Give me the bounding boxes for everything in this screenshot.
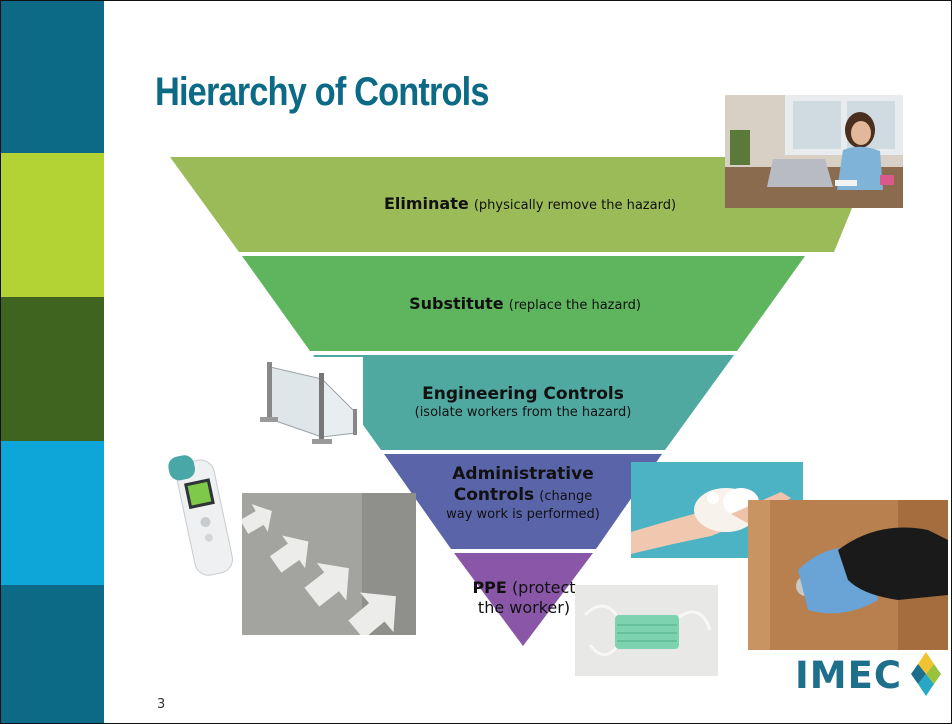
thermometer-photo (165, 450, 243, 580)
imec-logo: IMEC (795, 650, 945, 698)
level-substitute-desc: (replace the hazard) (508, 298, 641, 313)
logo-wordmark: IMEC (795, 654, 903, 697)
level-engineering-band (313, 355, 734, 450)
side-bar-1 (0, 0, 104, 153)
level-substitute-band (242, 256, 805, 351)
woman-at-laptop-photo (725, 95, 903, 208)
side-bar-4 (0, 441, 104, 585)
level-ppe-label: PPE (472, 578, 507, 597)
slide-title: Hierarchy of Controls (155, 70, 490, 114)
floor-arrows-photo (242, 493, 416, 635)
level-administrative-desc-2: way work is performed) (446, 506, 600, 522)
level-engineering-label: Engineering Controls (422, 384, 624, 404)
level-ppe-band (454, 553, 593, 646)
level-ppe-desc-2: the worker) (477, 598, 571, 617)
level-eliminate-text: Eliminate (physically remove the hazard) (280, 194, 780, 214)
level-administrative-desc-1: (change (539, 489, 593, 505)
level-administrative-text: Administrative Controls (change way work… (423, 464, 623, 523)
level-ppe-desc-1: (protect (511, 578, 576, 597)
level-substitute-text: Substitute (replace the hazard) (300, 294, 750, 314)
face-mask-photo (575, 585, 718, 676)
level-engineering-desc: (isolate workers from the hazard) (414, 405, 632, 421)
level-administrative-band (384, 454, 662, 549)
level-administrative-label-1: Administrative (452, 464, 594, 484)
level-eliminate-label: Eliminate (383, 194, 469, 213)
diamond-logo-icon (911, 652, 941, 696)
side-bar-2 (0, 153, 104, 297)
side-bar-3 (0, 297, 104, 441)
level-administrative-label-2: Controls (453, 485, 535, 506)
level-eliminate-desc: (physically remove the hazard) (473, 198, 677, 213)
page-number: 3 (157, 697, 166, 712)
sneeze-guard-photo (252, 357, 363, 454)
side-bar-5 (0, 585, 104, 724)
level-eliminate-band (170, 157, 873, 252)
level-ppe-text: PPE (protect the worker) (444, 578, 604, 618)
level-engineering-text: Engineering Controls (isolate workers fr… (373, 384, 673, 422)
cleaning-door-photo (748, 500, 948, 650)
level-substitute-label: Substitute (409, 294, 504, 313)
